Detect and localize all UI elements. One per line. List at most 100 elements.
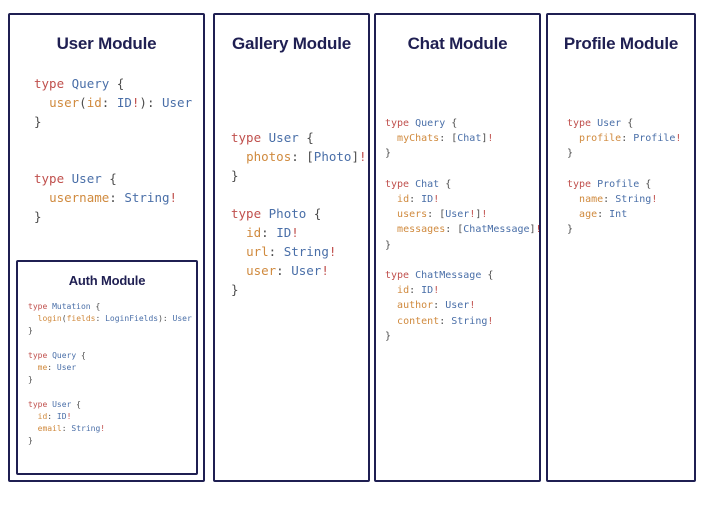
code-token xyxy=(385,285,397,296)
code-line: } xyxy=(28,374,196,386)
code-line: } xyxy=(28,325,196,337)
code-token: : xyxy=(409,194,422,206)
code-token: ] xyxy=(481,133,488,145)
code-token: messages xyxy=(397,224,446,236)
code-token: ! xyxy=(321,263,329,278)
code-token: { xyxy=(298,130,314,145)
code-token: User xyxy=(172,314,192,324)
code-token: name xyxy=(579,194,604,206)
code-line xyxy=(34,150,203,169)
code-line xyxy=(385,162,539,177)
code-token: : xyxy=(621,133,634,145)
code-token: LoginFields xyxy=(105,314,159,324)
code-token: : xyxy=(276,263,292,278)
code-line: id: ID! xyxy=(28,411,196,423)
code-token: : xyxy=(47,411,57,421)
code-token: } xyxy=(34,114,42,129)
code-token: User xyxy=(71,171,102,186)
code-line: user: User! xyxy=(231,261,368,280)
code-token: type xyxy=(34,171,72,186)
code-line: type Profile { xyxy=(567,177,694,192)
code-token: } xyxy=(567,148,574,160)
code-token: ID xyxy=(56,411,67,421)
panel-auth-module[interactable]: Auth Module type Mutation { login(fields… xyxy=(16,260,198,475)
code-token: ID xyxy=(421,285,434,297)
code-token: String xyxy=(283,244,329,259)
code-token: { xyxy=(621,118,634,129)
code-token: ! xyxy=(675,133,682,145)
panel-chat-module[interactable]: Chat Module type Query { myChats: [Chat]… xyxy=(374,13,542,482)
code-line: } xyxy=(567,146,694,161)
code-token: profile xyxy=(579,133,622,145)
code-line xyxy=(567,162,694,177)
code-token xyxy=(567,133,579,144)
code-token: ! xyxy=(481,209,488,221)
code-token xyxy=(385,209,397,220)
code-token: String xyxy=(451,315,488,327)
code-token: users xyxy=(397,209,428,221)
panel-user-module[interactable]: User Module type Query { user(id: ID!): … xyxy=(8,13,205,482)
code-token xyxy=(385,224,397,235)
code-token: : xyxy=(409,285,422,297)
code-token: ! xyxy=(487,133,494,145)
code-line: users: [User!]! xyxy=(385,207,539,222)
code-line: name: String! xyxy=(567,192,694,207)
code-token: { xyxy=(481,270,494,282)
code-line: email: String! xyxy=(28,423,196,435)
code-line: type Query { xyxy=(34,74,203,93)
code-token: { xyxy=(109,76,125,91)
code-line: type Photo { xyxy=(231,204,368,223)
code-token: type xyxy=(231,206,269,221)
code-token: ID xyxy=(421,194,434,206)
code-line: age: Int xyxy=(567,207,694,222)
code-token: ! xyxy=(358,149,367,164)
code-token xyxy=(385,133,397,144)
code-token: { xyxy=(445,118,458,129)
panel-gallery-module[interactable]: Gallery Module type User { photos: [Phot… xyxy=(213,13,370,482)
code-block-auth-module: type Mutation { login(fields: LoginField… xyxy=(28,301,196,447)
code-line xyxy=(34,131,203,150)
code-token: } xyxy=(385,239,392,251)
code-token: user xyxy=(246,263,277,278)
code-token: Query xyxy=(415,118,446,129)
panel-title-user-module: User Module xyxy=(56,34,157,53)
code-token xyxy=(567,209,579,220)
code-token: type xyxy=(385,178,416,190)
code-token: { xyxy=(90,302,101,311)
code-token: type xyxy=(28,399,53,409)
code-token: ( xyxy=(61,314,67,324)
code-line: url: String! xyxy=(231,242,368,261)
panel-profile-module[interactable]: Profile Module type User { profile: Prof… xyxy=(546,13,696,482)
code-line: type Chat { xyxy=(385,177,539,192)
code-token: } xyxy=(28,375,33,385)
code-block-gallery-module: type User { photos: [Photo]!} type Photo… xyxy=(231,128,368,299)
code-token: type xyxy=(567,178,598,190)
code-token: ): xyxy=(158,314,173,324)
code-token: type xyxy=(28,302,53,311)
code-token: : xyxy=(268,244,284,259)
code-token: ): xyxy=(139,95,162,110)
code-token: : xyxy=(261,225,277,240)
code-token xyxy=(28,424,38,433)
code-token: id xyxy=(86,95,102,110)
code-token xyxy=(231,244,246,259)
code-token: type xyxy=(28,350,53,360)
code-token xyxy=(28,314,38,323)
code-line: type User { xyxy=(34,169,203,188)
code-token xyxy=(231,263,246,278)
code-token: user xyxy=(49,95,80,110)
code-token: ! xyxy=(328,244,337,259)
code-token: ! xyxy=(651,194,658,206)
code-token: User xyxy=(445,300,470,312)
code-token: email xyxy=(37,424,62,434)
code-line: } xyxy=(385,238,539,253)
code-line: profile: Profile! xyxy=(567,131,694,146)
code-line: } xyxy=(567,222,694,237)
code-token: ID xyxy=(276,225,292,240)
code-token: ! xyxy=(487,315,494,327)
code-token: Photo xyxy=(268,206,307,221)
code-token: String xyxy=(615,194,652,206)
code-token: User xyxy=(52,399,72,409)
code-token: User xyxy=(597,118,622,129)
code-token: type xyxy=(34,76,72,91)
